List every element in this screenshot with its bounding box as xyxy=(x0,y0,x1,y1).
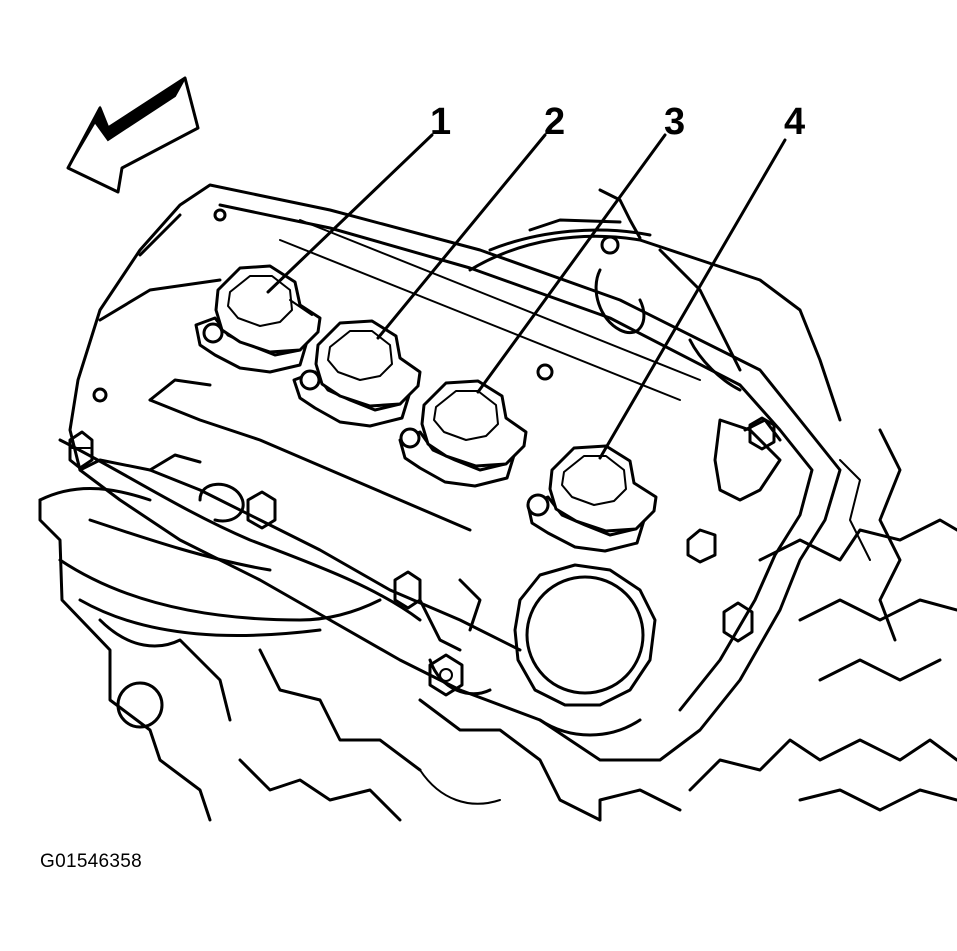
bolt xyxy=(246,490,277,530)
ignition-coil-2 xyxy=(292,319,422,428)
callout-2: 2 xyxy=(544,101,565,143)
ignition-coil-1 xyxy=(194,264,322,374)
bolts xyxy=(68,416,776,697)
leader-line-2 xyxy=(376,133,547,340)
ignition-coil-3 xyxy=(398,379,528,488)
ignition-coil-4 xyxy=(526,444,658,553)
engine-block xyxy=(38,428,957,822)
bolt xyxy=(748,416,776,451)
callout-3: 3 xyxy=(664,101,685,143)
leader-line-3 xyxy=(476,133,667,394)
valve-cover xyxy=(68,183,842,762)
leader-line-4 xyxy=(598,138,787,460)
callout-1: 1 xyxy=(430,101,451,143)
oil-filler-cap xyxy=(513,563,657,737)
callout-4: 4 xyxy=(784,101,805,143)
leader-lines xyxy=(266,133,787,460)
front-direction-arrow-icon xyxy=(66,76,200,194)
figure-id-label: G01546358 xyxy=(40,851,143,872)
bolt xyxy=(722,601,754,643)
leader-line-1 xyxy=(266,133,434,294)
bolt xyxy=(68,430,94,470)
bolt xyxy=(393,570,422,610)
bolt xyxy=(428,653,464,697)
intake-manifold xyxy=(468,188,842,422)
